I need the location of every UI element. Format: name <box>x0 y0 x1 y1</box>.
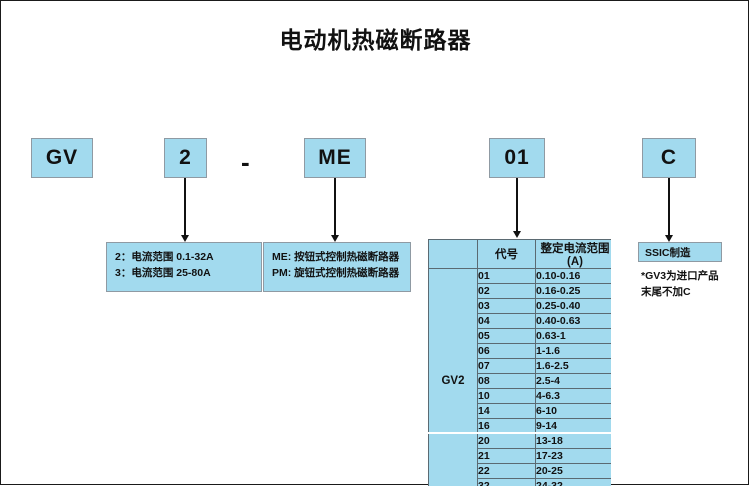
connector-arrow-type <box>331 235 339 242</box>
code-block-origin[interactable]: C <box>642 138 696 178</box>
spec-code: 06 <box>478 344 536 359</box>
spec-code: 04 <box>478 314 536 329</box>
note-origin-footnote: *GV3为进口产品 末尾不加C <box>641 269 719 301</box>
note-type-line-1: ME: 按钮式控制热磁断路器 <box>272 249 403 265</box>
spec-code: 21 <box>478 449 536 464</box>
spec-range: 13-18 <box>536 434 612 449</box>
code-block-origin-label: C <box>661 146 677 170</box>
spec-range: 0.40-0.63 <box>536 314 612 329</box>
spec-range: 17-23 <box>536 449 612 464</box>
note-box-type: ME: 按钮式控制热磁断路器 PM: 旋钮式控制热磁断路器 <box>263 242 411 292</box>
spec-range: 4-6.3 <box>536 389 612 404</box>
spec-range: 6-10 <box>536 404 612 419</box>
spec-code: 22 <box>478 464 536 479</box>
spec-code: 01 <box>478 269 536 284</box>
spec-code: 05 <box>478 329 536 344</box>
spec-table-body: GV2 01 0.10-0.16 02 0.16-0.25 03 0.25-0.… <box>429 269 612 486</box>
spec-code: 02 <box>478 284 536 299</box>
spec-code: 03 <box>478 299 536 314</box>
code-block-frame-label: 2 <box>179 146 192 170</box>
spec-header-range: 整定电流范围(A) <box>536 240 612 269</box>
spec-code: 14 <box>478 404 536 419</box>
spec-range: 1-1.6 <box>536 344 612 359</box>
connector-line-rating <box>516 178 518 234</box>
note-frame-line-1: 2：电流范围 0.1-32A <box>115 249 254 265</box>
connector-line-frame <box>184 178 186 238</box>
connector-arrow-frame <box>181 235 189 242</box>
spec-range: 20-25 <box>536 464 612 479</box>
connector-arrow-origin <box>665 235 673 242</box>
spec-header-code: 代号 <box>478 240 536 269</box>
code-block-series[interactable]: GV <box>31 138 93 178</box>
note-frame-line-2: 3：电流范围 25-80A <box>115 265 254 281</box>
spec-code: 08 <box>478 374 536 389</box>
connector-line-type <box>334 178 336 238</box>
code-block-rating[interactable]: 01 <box>489 138 545 178</box>
spec-range: 1.6-2.5 <box>536 359 612 374</box>
spec-code: 07 <box>478 359 536 374</box>
spec-table-header-row: 代号 整定电流范围(A) <box>429 240 612 269</box>
code-block-type[interactable]: ME <box>304 138 366 178</box>
code-block-rating-label: 01 <box>504 146 529 170</box>
table-row: GV2 01 0.10-0.16 <box>429 269 612 284</box>
code-block-series-label: GV <box>46 146 78 170</box>
connector-arrow-rating <box>513 231 521 238</box>
spec-table: 代号 整定电流范围(A) GV2 01 0.10-0.16 02 0.16-0.… <box>428 239 611 486</box>
spec-range: 0.25-0.40 <box>536 299 612 314</box>
spec-header-group <box>429 240 478 269</box>
spec-code: 20 <box>478 434 536 449</box>
spec-range: 2.5-4 <box>536 374 612 389</box>
note-type-line-2: PM: 旋钮式控制热磁断路器 <box>272 265 403 281</box>
spec-code: 10 <box>478 389 536 404</box>
code-block-type-label: ME <box>318 146 352 170</box>
note-origin-footnote-line-1: *GV3为进口产品 <box>641 269 719 285</box>
page-title: 电动机热磁断路器 <box>1 21 749 55</box>
code-separator-dash: - <box>241 149 250 175</box>
spec-table-container: 代号 整定电流范围(A) GV2 01 0.10-0.16 02 0.16-0.… <box>428 239 611 486</box>
connector-line-origin <box>668 178 670 238</box>
note-box-origin: SSIC制造 <box>638 242 722 262</box>
table-cut-line <box>428 432 611 434</box>
spec-range: 0.16-0.25 <box>536 284 612 299</box>
spec-group-gv2: GV2 <box>429 269 478 486</box>
code-block-frame[interactable]: 2 <box>164 138 207 178</box>
spec-range: 0.10-0.16 <box>536 269 612 284</box>
spec-range: 0.63-1 <box>536 329 612 344</box>
note-box-frame: 2：电流范围 0.1-32A 3：电流范围 25-80A <box>106 242 262 292</box>
note-origin-footnote-line-2: 末尾不加C <box>641 285 719 301</box>
note-origin-box-label: SSIC制造 <box>645 245 715 261</box>
